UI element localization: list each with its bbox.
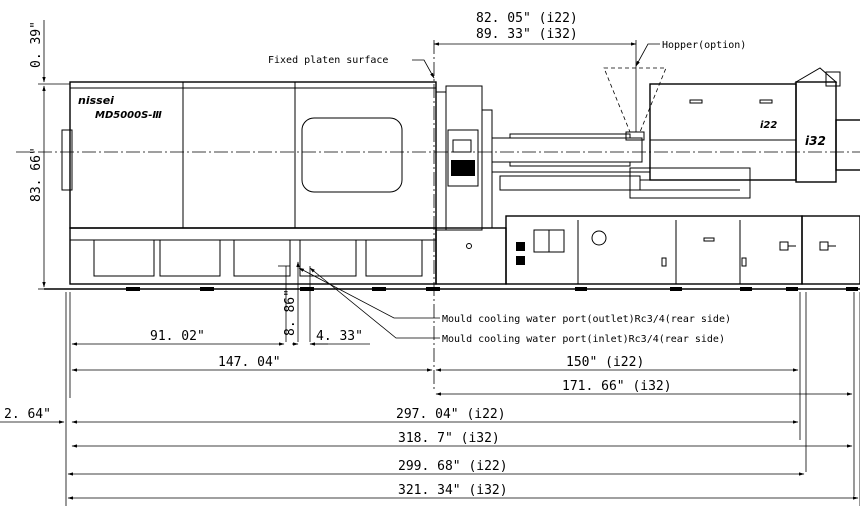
- dim-150: 150" (i22): [566, 355, 644, 370]
- dim-port-spacing: 4. 33": [316, 329, 363, 344]
- dim-91: 91. 02": [150, 329, 205, 344]
- dim-2-64: 2. 64": [4, 407, 51, 422]
- operator-panel: [447, 129, 479, 187]
- dim-147: 147. 04": [218, 355, 281, 370]
- dim-171: 171. 66" (i32): [562, 379, 672, 394]
- hopper: [603, 67, 667, 141]
- machine-outline: i22 i32: [16, 67, 860, 291]
- safety-door-window: [301, 117, 403, 193]
- dim-top-i32: 89. 33" (i32): [476, 27, 578, 42]
- vent-slot: [689, 99, 703, 104]
- dim-321: 321. 34" (i32): [398, 483, 508, 498]
- vent-slot: [759, 99, 773, 104]
- brand-logo: nissei: [78, 94, 114, 107]
- dim-top-i22: 82. 05" (i22): [476, 11, 578, 26]
- outlet-port-label: Mould cooling water port(outlet)Rc3/4(re…: [442, 314, 731, 325]
- dim-port-height: 8. 86": [283, 289, 298, 336]
- dim-top-offset: 0. 39": [29, 21, 44, 68]
- dim-318: 318. 7" (i32): [398, 431, 500, 446]
- fixed-platen-label: Fixed platen surface: [268, 55, 388, 66]
- inlet-port-label: Mould cooling water port(inlet)Rc3/4(rea…: [442, 334, 725, 345]
- cooling-ports: Mould cooling water port(outlet)Rc3/4(re…: [278, 261, 731, 346]
- dim-299: 299. 68" (i22): [398, 459, 508, 474]
- unit-badge-small: i22: [760, 120, 777, 131]
- hopper-label: Hopper(option): [662, 40, 746, 51]
- model-name: MD5000S-Ⅲ: [95, 110, 162, 121]
- base-frame-injection: [505, 215, 803, 285]
- unit-badge-large: i32: [805, 134, 826, 148]
- dim-297: 297. 04" (i22): [396, 407, 506, 422]
- dim-height: 83. 66": [29, 147, 44, 202]
